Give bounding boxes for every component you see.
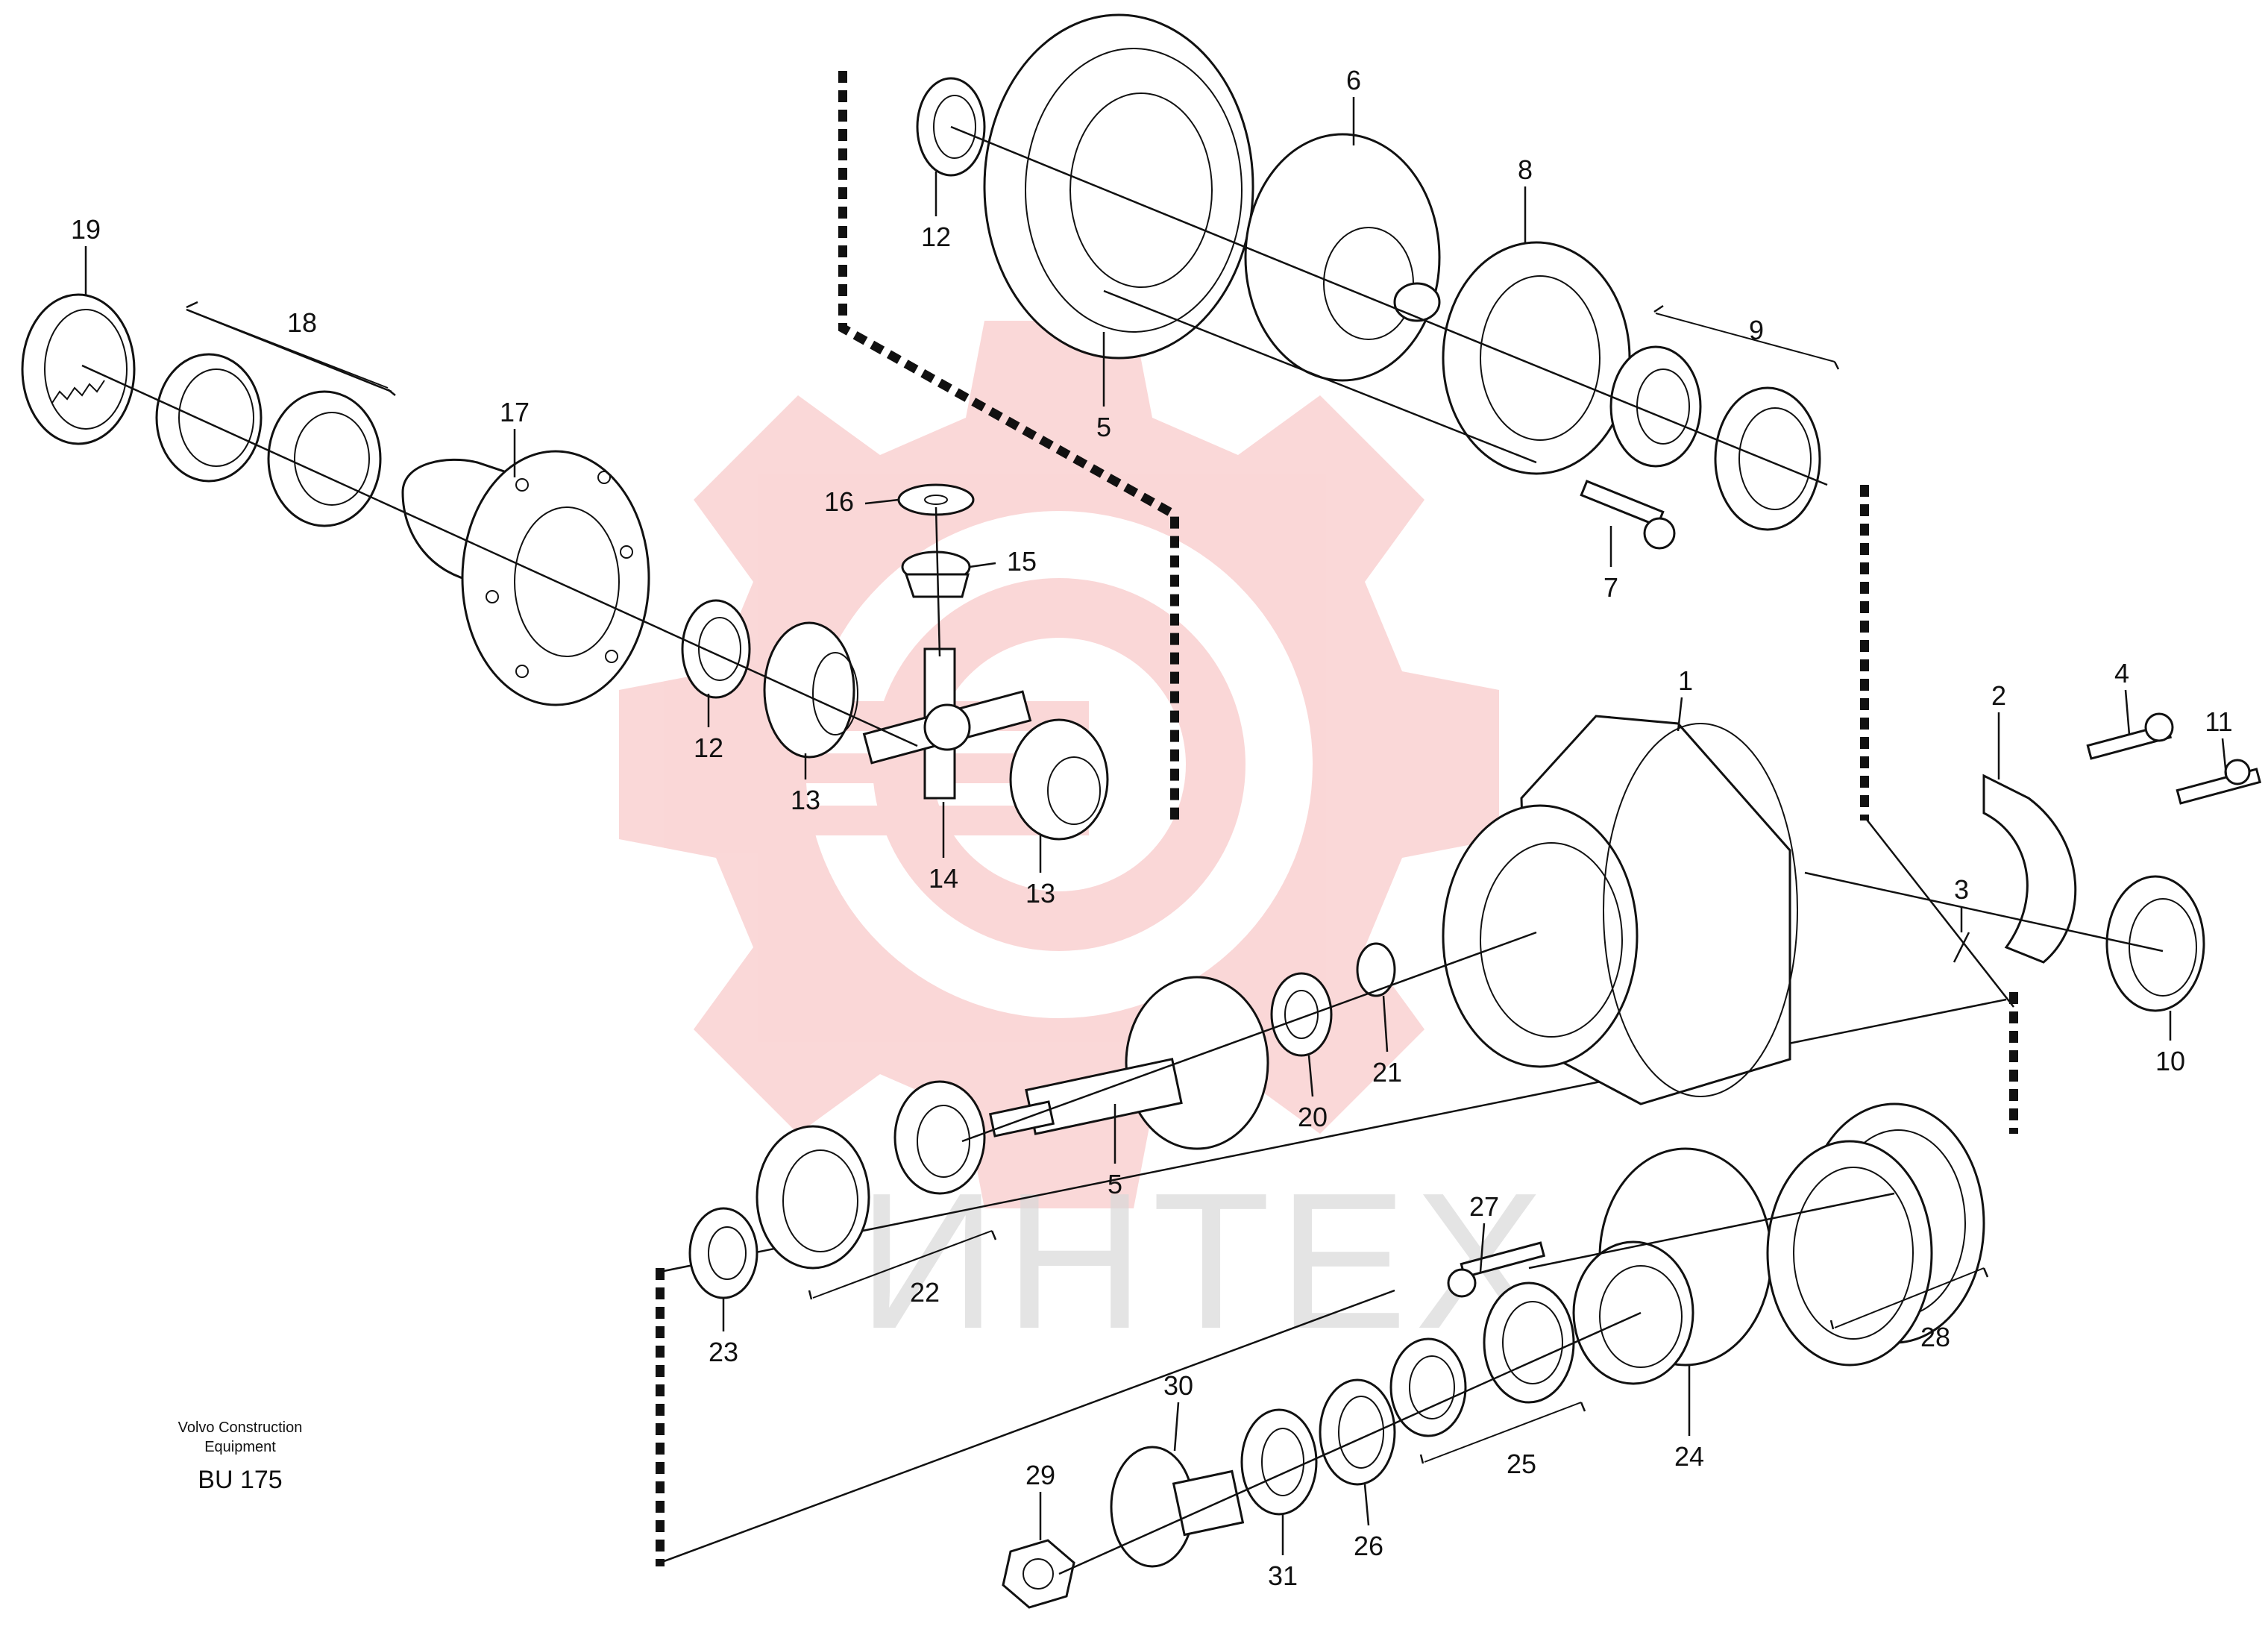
callout-29: 29: [1025, 1460, 1055, 1490]
group-bracket-22: [808, 1230, 997, 1300]
callout-15: 15: [1007, 546, 1037, 577]
callout-2: 2: [1991, 680, 2006, 711]
callout-26: 26: [1354, 1531, 1383, 1561]
callout-20: 20: [1298, 1102, 1328, 1132]
part-19-ring-gear: [21, 293, 136, 445]
note-line-1: Volvo Construction: [178, 1419, 303, 1436]
group-bracket-18: [186, 301, 396, 396]
note-line-2: Equipment: [204, 1439, 276, 1455]
callout-27: 27: [1469, 1191, 1499, 1222]
bracket-diagonal-lower: [659, 1289, 1395, 1564]
part-23-spacer: [688, 1207, 758, 1299]
callout-24: 24: [1674, 1441, 1704, 1472]
callout-31: 31: [1268, 1560, 1298, 1591]
manufacturer-note: Volvo Construction Equipment BU 175: [178, 1419, 303, 1494]
callout-23: 23: [709, 1337, 738, 1367]
callout-5-crown-wheel: 5: [1096, 412, 1111, 442]
callout-14: 14: [929, 863, 958, 894]
callout-9: 9: [1749, 315, 1764, 345]
callout-5-pinion: 5: [1108, 1169, 1122, 1199]
part-11-bolt: [2176, 759, 2262, 805]
callout-21: 21: [1372, 1057, 1402, 1088]
part-15-pinion: [901, 550, 971, 598]
part-26-seal: [1319, 1378, 1396, 1486]
callout-13-right: 13: [1025, 878, 1055, 909]
watermark-text: ИНТЕХ: [858, 1153, 1551, 1370]
part-5-crown-wheel: [983, 13, 1254, 360]
part-22-bearing: [756, 1080, 993, 1299]
callout-30: 30: [1163, 1370, 1193, 1401]
part-2-bearing-cap: [1982, 774, 2077, 964]
group-bracket-25: [1419, 1402, 1586, 1464]
callout-6: 6: [1346, 65, 1361, 95]
callout-25: 25: [1507, 1449, 1536, 1479]
callout-12-upper: 12: [921, 222, 951, 252]
note-code: BU 175: [198, 1466, 282, 1494]
callout-4: 4: [2114, 658, 2129, 688]
part-12-thrust-washers: [681, 77, 986, 699]
part-28-shims: [1766, 1102, 1985, 1367]
part-14-spider-cross: [862, 647, 1032, 800]
part-1-carrier-housing: [1442, 715, 1798, 1105]
group-bracket-9: [1653, 304, 1840, 370]
part-20-bearing: [1270, 972, 1333, 1057]
callout-1: 1: [1678, 665, 1693, 696]
callout-19: 19: [71, 214, 101, 245]
callout-7: 7: [1603, 572, 1618, 603]
bracket-diagonal-right: [1864, 816, 2014, 1008]
callout-8: 8: [1518, 154, 1533, 185]
part-10-adjusting-ring: [2105, 875, 2205, 1012]
callout-10: 10: [2155, 1046, 2185, 1076]
part-13-side-gears: [763, 621, 1109, 841]
callout-17: 17: [500, 397, 530, 427]
group-bracket-28: [1829, 1267, 1989, 1330]
part-7-bolt: [1580, 480, 1676, 550]
callout-18: 18: [287, 307, 317, 338]
group-brackets: [186, 301, 1989, 1464]
part-6-diff-case: [1244, 133, 1441, 382]
upper-bracket: [838, 71, 1179, 821]
callout-28: 28: [1920, 1322, 1950, 1352]
callout-labels: 1 2 3 4 5 5 6 7 8 9 10 11 12 12 13 13 14…: [71, 65, 2233, 1591]
callout-12-lower: 12: [694, 732, 723, 763]
part-4-bolt: [2086, 712, 2174, 760]
part-21-lock-washer: [1356, 942, 1396, 997]
callout-3: 3: [1954, 874, 1969, 905]
callout-13-left: 13: [791, 785, 820, 815]
part-18-bearing: [155, 309, 389, 527]
callout-11: 11: [2205, 706, 2232, 737]
callout-22: 22: [910, 1277, 940, 1308]
part-24-pinion-housing: [1572, 1147, 1773, 1385]
part-8-lock-plate: [1442, 241, 1631, 475]
part-17-diff-housing: [401, 450, 650, 706]
leader-lines: [84, 97, 2228, 1555]
part-30-companion-flange: [1110, 1446, 1245, 1568]
assembly-axis-lines: [81, 125, 2164, 1575]
part-31-washer: [1240, 1408, 1318, 1516]
part-27-bolt: [1447, 1241, 1546, 1298]
part-29-nut: [1002, 1539, 1075, 1609]
part-3-pin: [1953, 932, 1970, 963]
part-5-drive-pinion: [988, 976, 1269, 1150]
part-9-bearing: [1609, 313, 1835, 531]
assembly-brackets: [656, 71, 2018, 1566]
callout-16: 16: [824, 486, 854, 517]
